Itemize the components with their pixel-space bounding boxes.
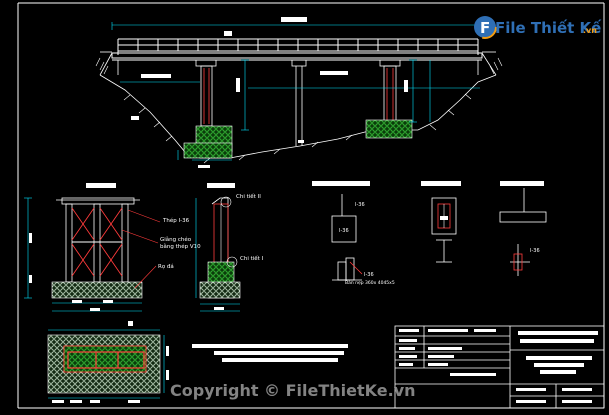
plan-beams [67, 351, 145, 369]
label-thep-i36: Thép I-36 [162, 217, 190, 224]
middle-pier-1 [291, 59, 307, 146]
label-i36-d: I-36 [530, 248, 540, 254]
elevation-dimensions [120, 59, 480, 161]
section-columns [65, 203, 129, 283]
logo-suffix: .vn [583, 26, 597, 35]
label-ro-da: Rọ đá [158, 263, 174, 270]
label-chi-tiet-i: Chi tiết I [240, 255, 264, 262]
right-pier-gabion-base [365, 119, 413, 139]
plan-dimensions [48, 329, 165, 399]
bridge-railing [117, 38, 479, 55]
left-abutment-slope [99, 51, 119, 76]
title-block-text [399, 329, 598, 403]
section-dim-text [29, 233, 113, 311]
notes-block [192, 344, 348, 362]
elevation-title-block [281, 17, 307, 22]
svg-text:F: F [480, 19, 490, 37]
detail-3: I-36 [499, 181, 547, 276]
elevation-view [95, 17, 503, 168]
label-giang-cheo: Giằng chéo [160, 236, 192, 243]
logo-emblem: F [473, 15, 497, 39]
right-abutment-slope [477, 51, 497, 76]
cross-bracing [71, 207, 123, 277]
right-pier [365, 59, 413, 139]
label-i36-b: I-36 [339, 228, 349, 234]
embankment-hatching [95, 57, 503, 164]
detail-callouts [220, 196, 238, 268]
label-chi-tiet-ii: Chi tiết II [236, 193, 261, 200]
section-leaders [121, 209, 161, 289]
cross-section-view: Thép I-36 Giằng chéo bằng thép V10 Rọ đá [24, 183, 235, 312]
logo-text: File Thiết Kế [495, 18, 602, 37]
label-bang-thep-v10: bằng thép V10 [160, 243, 201, 250]
left-pier [183, 59, 233, 159]
label-i36-c: I-36 [364, 272, 374, 278]
plan-view [47, 321, 169, 403]
filethietke-logo: F File Thiết Kế .vn [473, 15, 602, 39]
detail-1-lower [332, 257, 363, 281]
dimension-text [224, 31, 232, 36]
label-ban-nep: Bản nẹp 360x 4045x5 [345, 279, 395, 286]
title-block [394, 325, 605, 409]
label-i36-a: I-36 [355, 202, 365, 208]
elevation-label-blocks [131, 71, 408, 168]
bridge-deck [111, 52, 483, 61]
detail-1: I-36 I-36 I-36 Bản nẹp 360x 4045x5 [312, 181, 395, 286]
copyright-watermark: Copyright © FileThietKe.vn [170, 381, 416, 400]
detail-2 [421, 181, 461, 263]
side-view: Chi tiết II Chi tiết I [195, 193, 264, 312]
top-dimension-line [111, 22, 483, 30]
section-gabion-base [51, 281, 143, 299]
ground-profile [99, 74, 497, 159]
side-view-dimensions [195, 198, 240, 312]
